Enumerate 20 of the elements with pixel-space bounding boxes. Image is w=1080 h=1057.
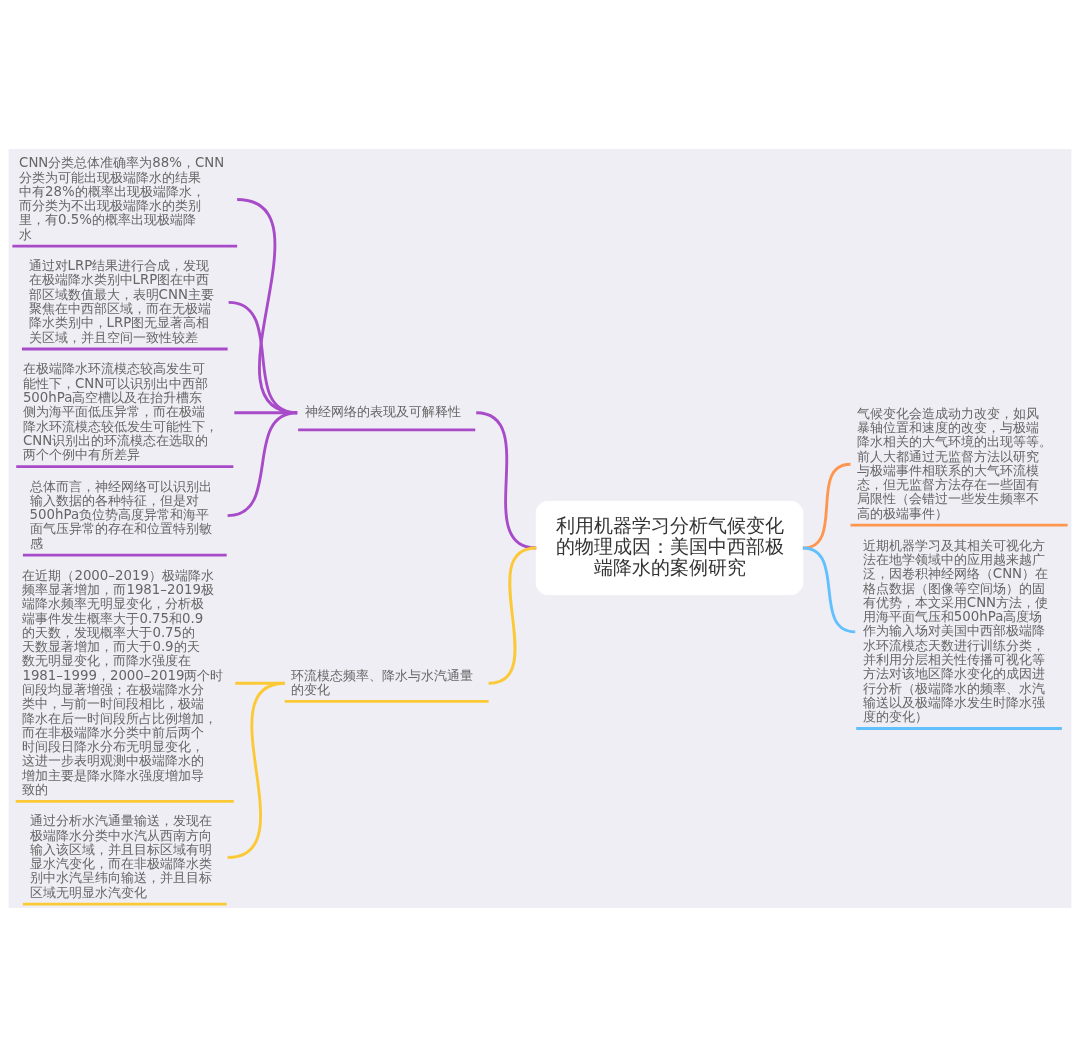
connector	[475, 411, 537, 550]
connector	[227, 681, 286, 859]
connector	[227, 411, 298, 518]
node-text: 总体而言，神经网络可以识别出输入数据的各种特征，但是对500hPa负位势高度异常和海平面气压异常的存在和位置特别敏感	[29, 478, 212, 551]
node-text: 通过分析水汽通量输送，发现在极端降水分类中水汽从西南方向输入该区域，并且目标区域有明显水汽变化，而在非极端降水类别中水汽呈纬向输送，并且目标区域无明显水汽变化	[29, 813, 212, 900]
node-text: 气候变化会造成动力改变，如风暴轴位置和速度的改变，与极端降水相关的大气环境的出现等等。前人大都通过无监督方法以研究与极端事件相联系的大气环流模态，但无监督方法存在一些固有局限性（会错过一些发生频率不高的极端事件）	[857, 405, 1053, 521]
connector	[228, 300, 298, 415]
node-text: 环流模态频率、降水与水汽通量的变化	[291, 667, 474, 697]
node-text: 在极端降水环流模态较高发生可能性下，CNN可以识别出中西部500hPa高空槽以及在抬升槽东侧为海平面低压异常，而在极端降水环流模态较低发生可能性下，CNN识别出的环流模态在选取的两个个例中有所差异	[22, 361, 218, 463]
connector	[802, 462, 851, 550]
connector	[234, 411, 298, 415]
connector	[802, 546, 856, 634]
connector	[236, 198, 298, 415]
node-text: CNN分类总体准确率为88%，CNN分类为可能出现极端降水的结果中有28%的概率出现极端降水，而分类为不出现极端降水的类别里，有0.5%的概率出现极端降水	[19, 155, 225, 242]
connector	[488, 546, 537, 685]
node-box: 利用机器学习分析气候变化的物理成因：美国中西部极端降水的案例研究	[535, 500, 804, 596]
node-text: 近期机器学习及其相关可视化方法在地学领域中的应用越来越广泛，因卷积神经网络（CNN）在格点数据（图像等空间场）的固有优势，本文采用CNN方法，使用海平面气压和500hPa高度场作为输入场对美国中西部极端降水环流模态天数进行训练分类，并利用分层相关性传播可视化等方法对该地区降水变化的成因进行分析（极端降水的频率、水汽输送以及极端降水发生时降水强度的变化）	[862, 537, 1049, 725]
node-text: 神经网络的表现及可解释性	[304, 404, 461, 420]
node-text: 通过对LRP结果进行合成，发现在极端降水类别中LRP图在中西部区域数值最大，表明CNN主要聚焦在中西部区域，而在无极端降水类别中，LRP图无显著高相关区域，并且空间一致性较差	[28, 258, 214, 345]
node-text: 在近期（2000–2019）极端降水频率显著增加，而1981–2019极端降水频率无明显变化，分析极端事件发生概率大于0.75和0.9的天数，发现概率大于0.75的天数显著增加，而大于0.9的天数无明显变化，而降水强度在1981–1999，2000–2019两个时间段均显著增强；在极端降水分类中，与前一时间段相比，极端降水在后一时间段所占比例增加，而在非极端降水分类中前后两个时间段日降水分布无明显变化，这进一步表明观测中极端降水的增加主要是降水降水强度增加导致的	[22, 567, 224, 797]
